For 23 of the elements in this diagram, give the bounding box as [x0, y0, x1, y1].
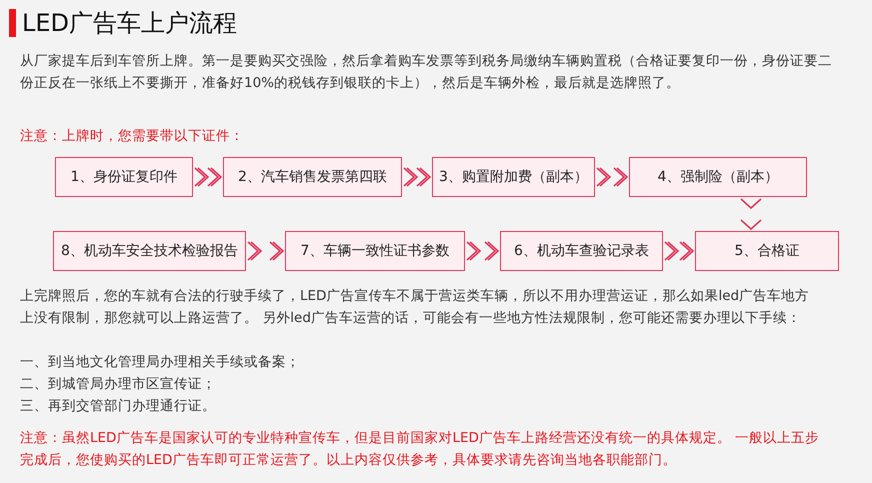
list-item: 二、到城管局办理市区宣传证；: [20, 375, 217, 394]
chevron-arrow: [194, 167, 222, 187]
step-box: 5、合格证: [695, 231, 839, 271]
chevron-arrow: [596, 167, 628, 187]
page-title: LED广告车上户流程: [22, 8, 238, 39]
chevron-arrow: [466, 241, 500, 261]
list-item: 一、到当地文化管理局办理相关手续或备案；: [20, 353, 301, 372]
step-box: 1、身份证复印件: [55, 157, 193, 197]
chevron-arrow: [403, 167, 432, 187]
chevron-arrow: [740, 198, 762, 230]
chevron-arrow: [247, 241, 284, 261]
step-box: 7、车辆一致性证书参数: [285, 231, 465, 271]
body-paragraph: 上完牌照后，您的车就有合法的行驶手续了，LED广告宣传车不属于营运类车辆，所以不用办理营运证，那么如果led广告车地方上没有限制，那您就可以上路运营了。 另外led广告车运营的话，可能会有一些地方性法规限制，您可能还需要办理以下手续：: [20, 287, 810, 328]
note-text: 注意：上牌时，您需要带以下证件：: [20, 127, 245, 146]
chevron-arrow: [664, 241, 694, 261]
intro-paragraph: 从厂家提车后到车管所上牌。第一是要购买交强险，然后拿着购车发票等到税务局缴纳车辆购置税（合格证要复印一份，身份证要二份正反在一张纸上不要撕开，准备好10%的税钱存到银联的卡上），然后是车辆外检，最后就是选牌照了。: [20, 52, 833, 93]
step-box: 6、机动车查验记录表: [500, 231, 663, 271]
step-box: 3、购置附加费（副本）: [432, 157, 595, 197]
list-item: 三、再到交管部门办理通行证。: [20, 397, 217, 416]
note-text: 注意：虽然LED广告车是国家认可的专业特种宣传车，但是目前国家对LED广告车上路经营还没有统一的具体规定。 一般以上五步完成后，您使购买的LED广告车即可正常运营了。以上内容仅供参考，具体要求请先咨询当地各职能部门。: [20, 429, 820, 470]
step-box: 4、强制险（副本）: [629, 157, 807, 197]
step-box: 8、机动车安全技术检验报告: [53, 231, 246, 271]
step-box: 2、汽车销售发票第四联: [223, 157, 402, 197]
